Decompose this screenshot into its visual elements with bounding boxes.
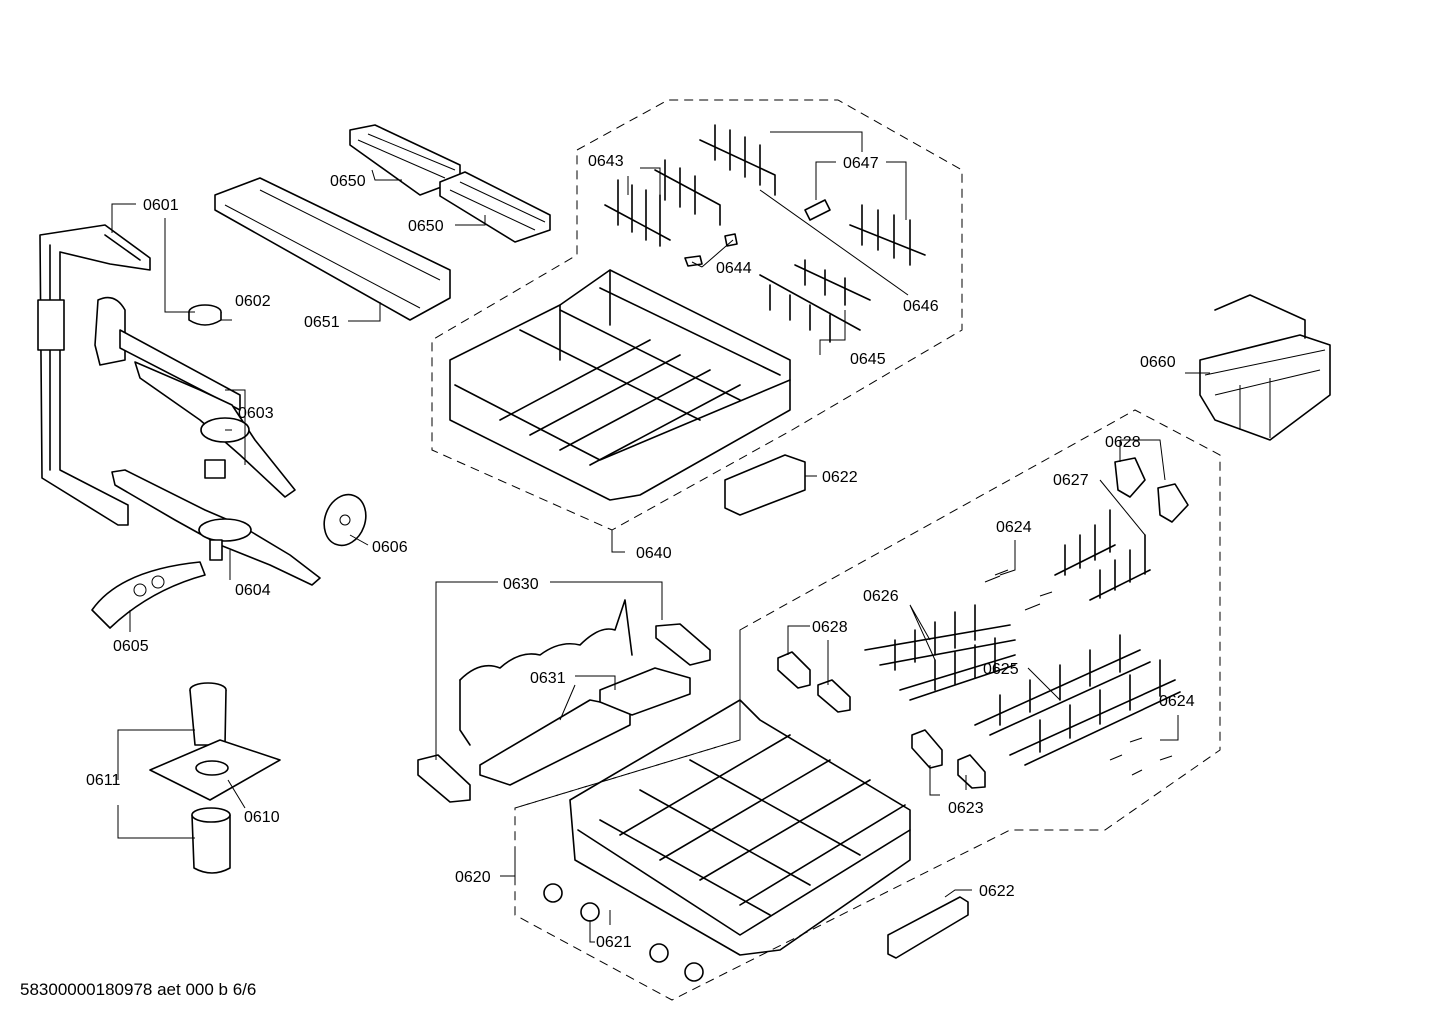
part-labels: 0601 0602 0603 0604 0605 0606 0610 0611 … bbox=[86, 153, 1195, 951]
lower-spray-arm bbox=[111, 469, 321, 586]
upper-basket bbox=[449, 269, 791, 501]
cup-shelf-rails bbox=[604, 124, 926, 343]
filter-plate bbox=[91, 561, 206, 629]
rack-wheels bbox=[543, 883, 704, 982]
label-0611: 0611 bbox=[86, 772, 121, 789]
lower-basket bbox=[569, 699, 911, 956]
upper-bin bbox=[724, 454, 806, 516]
cutlery-basket bbox=[1199, 294, 1331, 441]
label-0601: 0601 bbox=[143, 197, 179, 214]
label-0646: 0646 bbox=[903, 298, 939, 315]
lower-rack-handle bbox=[887, 896, 969, 959]
label-0631: 0631 bbox=[530, 670, 566, 687]
label-0630: 0630 bbox=[503, 576, 539, 593]
label-0620: 0620 bbox=[455, 869, 491, 886]
rack-pins bbox=[984, 569, 1173, 776]
label-0643: 0643 bbox=[588, 153, 624, 170]
label-0624-upper: 0624 bbox=[996, 519, 1032, 536]
lower-rack-group-outline bbox=[514, 409, 1221, 1001]
cutlery-drawer bbox=[214, 177, 451, 321]
label-0650-a: 0650 bbox=[330, 173, 366, 190]
upper-spray-arm bbox=[94, 296, 296, 498]
rack-clips bbox=[777, 457, 1189, 789]
label-0650-b: 0650 bbox=[408, 218, 444, 235]
label-0627: 0627 bbox=[1053, 472, 1089, 489]
label-0623: 0623 bbox=[948, 800, 984, 817]
label-0647: 0647 bbox=[843, 155, 879, 172]
label-0628-upper: 0628 bbox=[1105, 434, 1141, 451]
spray-disc bbox=[323, 493, 367, 547]
plate-rack-wire bbox=[417, 599, 711, 803]
label-0602: 0602 bbox=[235, 293, 271, 310]
upper-rack-group-outline bbox=[431, 99, 963, 531]
spray-arm-nut bbox=[188, 304, 222, 326]
tine-rows bbox=[864, 509, 1181, 766]
lower-accessory-group-outline bbox=[514, 630, 741, 809]
label-0606: 0606 bbox=[372, 539, 408, 556]
label-0644: 0644 bbox=[716, 260, 752, 277]
spray-supply-pipe bbox=[37, 224, 151, 526]
folding-tine-rows bbox=[479, 667, 691, 786]
label-0626: 0626 bbox=[863, 588, 899, 605]
label-0624-lower: 0624 bbox=[1159, 693, 1195, 710]
label-0622-lower: 0622 bbox=[979, 883, 1015, 900]
filter-assembly bbox=[149, 682, 281, 874]
label-0660: 0660 bbox=[1140, 354, 1176, 371]
label-0621: 0621 bbox=[596, 934, 632, 951]
label-0610: 0610 bbox=[244, 809, 280, 826]
label-0622-upper: 0622 bbox=[822, 469, 858, 486]
label-0645: 0645 bbox=[850, 351, 886, 368]
label-0640: 0640 bbox=[636, 545, 672, 562]
label-0625: 0625 bbox=[983, 661, 1019, 678]
label-0603: 0603 bbox=[238, 405, 274, 422]
label-0605: 0605 bbox=[113, 638, 149, 655]
document-reference: 58300000180978 aet 000 b 6/6 bbox=[20, 980, 257, 999]
leader-lines bbox=[111, 131, 1210, 943]
label-0651: 0651 bbox=[304, 314, 340, 331]
label-0604: 0604 bbox=[235, 582, 271, 599]
cutlery-tray-right bbox=[439, 171, 551, 243]
label-0628-lower: 0628 bbox=[812, 619, 848, 636]
